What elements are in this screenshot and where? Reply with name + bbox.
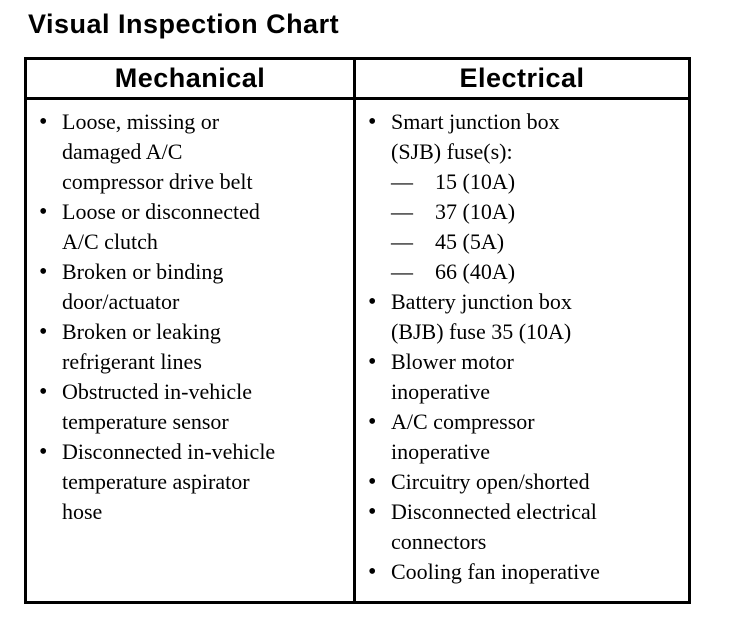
page-title: Visual Inspection Chart <box>28 9 340 39</box>
list-item: • Loose or disconnected A/C clutch <box>39 197 349 257</box>
bullet-icon: • <box>39 379 48 405</box>
sub-item-text: 37 (10A) <box>435 199 516 224</box>
dash-icon: — <box>391 259 413 284</box>
bullet-icon: • <box>368 469 377 495</box>
list-item: • Obstructed in-vehicle temperature sens… <box>39 377 349 437</box>
list-item: • Loose, missing or damaged A/C compress… <box>39 107 349 197</box>
sub-item-text: 66 (40A) <box>435 259 516 284</box>
column-header-electrical: Electrical <box>356 60 688 100</box>
mechanical-cell: • Loose, missing or damaged A/C compress… <box>27 100 356 601</box>
bullet-icon: • <box>368 109 377 135</box>
electrical-item-list: • Smart junction box (SJB) fuse(s): — 15… <box>368 107 684 587</box>
bullet-icon: • <box>368 559 377 585</box>
item-text: Broken or leaking refrigerant lines <box>62 319 221 374</box>
fuse-sub-item: — 66 (40A) <box>391 257 684 287</box>
list-item: • Disconnected electrical connectors <box>368 497 684 557</box>
item-text: Loose or disconnected A/C clutch <box>62 199 260 254</box>
list-item: • Smart junction box (SJB) fuse(s): — 15… <box>368 107 684 287</box>
list-item: • Broken or leaking refrigerant lines <box>39 317 349 377</box>
bullet-icon: • <box>368 349 377 375</box>
bullet-icon: • <box>39 199 48 225</box>
list-item: • Battery junction box (BJB) fuse 35 (10… <box>368 287 684 347</box>
sub-item-text: 15 (10A) <box>435 169 516 194</box>
dash-icon: — <box>391 169 413 194</box>
list-item: • Disconnected in-vehicle temperature as… <box>39 437 349 527</box>
list-item: • Circuitry open/shorted <box>368 467 684 497</box>
bullet-icon: • <box>368 289 377 315</box>
bullet-icon: • <box>39 259 48 285</box>
item-text: Circuitry open/shorted <box>391 469 590 494</box>
bullet-icon: • <box>39 109 48 135</box>
bullet-icon: • <box>368 499 377 525</box>
item-text: Disconnected in-vehicle temperature aspi… <box>62 439 276 524</box>
fuse-sub-item: — 15 (10A) <box>391 167 684 197</box>
item-text: Smart junction box (SJB) fuse(s): <box>391 109 560 164</box>
list-item: • A/C compressor inoperative <box>368 407 684 467</box>
list-item: • Blower motor inoperative <box>368 347 684 407</box>
column-header-mechanical: Mechanical <box>27 60 356 100</box>
sub-item-text: 45 (5A) <box>435 229 505 254</box>
bullet-icon: • <box>39 439 48 465</box>
item-text: Broken or binding door/actuator <box>62 259 224 314</box>
item-text: Loose, missing or damaged A/C compressor… <box>62 109 253 194</box>
fuse-sub-item: — 37 (10A) <box>391 197 684 227</box>
dash-icon: — <box>391 199 413 224</box>
item-text: Disconnected electrical connectors <box>391 499 597 554</box>
fuse-sub-item: — 45 (5A) <box>391 227 684 257</box>
item-text: Blower motor inoperative <box>391 349 514 404</box>
dash-icon: — <box>391 229 413 254</box>
bullet-icon: • <box>39 319 48 345</box>
bullet-icon: • <box>368 409 377 435</box>
item-text: Obstructed in-vehicle temperature sensor <box>62 379 252 434</box>
list-item: • Broken or binding door/actuator <box>39 257 349 317</box>
item-text: A/C compressor inoperative <box>391 409 535 464</box>
electrical-cell: • Smart junction box (SJB) fuse(s): — 15… <box>356 100 688 601</box>
mechanical-item-list: • Loose, missing or damaged A/C compress… <box>39 107 349 527</box>
visual-inspection-table: Mechanical Electrical • Loose, missing o… <box>24 57 691 604</box>
item-text: Battery junction box (BJB) fuse 35 (10A) <box>391 289 572 344</box>
item-text: Cooling fan inoperative <box>391 559 600 584</box>
list-item: • Cooling fan inoperative <box>368 557 684 587</box>
